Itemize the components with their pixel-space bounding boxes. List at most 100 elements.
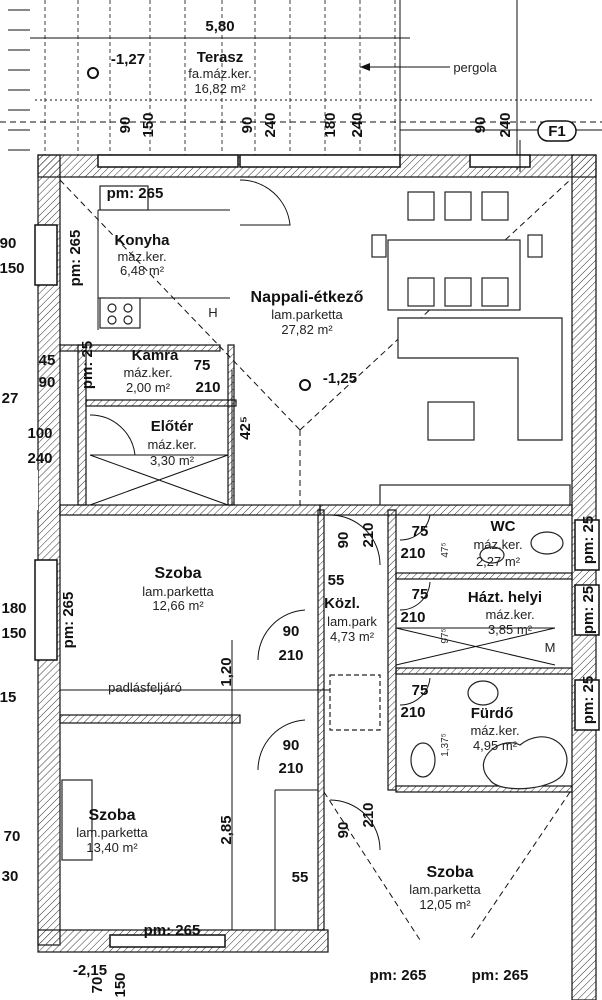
room-hazt-area: 3,85 m² bbox=[488, 622, 533, 637]
dim-bottom-70: 70 bbox=[89, 977, 106, 994]
interior-walls bbox=[59, 179, 573, 941]
dim-left-9: 150 bbox=[1, 625, 26, 642]
room-wc-floor: máz.ker. bbox=[473, 537, 522, 552]
szoba2-door-width: 90 bbox=[283, 737, 300, 754]
dim-left-4: 90 bbox=[39, 374, 56, 391]
szoba1-dim: 1,20 bbox=[218, 657, 235, 686]
furdo-door-width: 75 bbox=[412, 682, 429, 699]
room-konyha-floor: máz.ker. bbox=[117, 249, 166, 264]
dim-top-3: 90 bbox=[239, 117, 256, 134]
pm-wc: pm: 25 bbox=[580, 516, 597, 564]
room-szoba2-area: 13,40 m² bbox=[86, 840, 138, 855]
eloter-dim: 42⁵ bbox=[237, 416, 254, 440]
room-konyha-name: Konyha bbox=[114, 232, 170, 249]
furdo-dim: 1,37⁵ bbox=[440, 733, 451, 757]
machine-label: M bbox=[545, 640, 556, 655]
dim-top-5: 180 bbox=[322, 112, 339, 137]
washbasin bbox=[467, 680, 499, 706]
room-nappali-floor: lam.parketta bbox=[271, 307, 343, 322]
attic-access-label: padlásfeljáró bbox=[108, 680, 182, 695]
dim-top-6: 240 bbox=[349, 112, 366, 137]
room-wc-name: WC bbox=[491, 518, 516, 535]
dim-top-1: 90 bbox=[117, 117, 134, 134]
pm-kamra: pm: 25 bbox=[79, 341, 96, 389]
room-hazt-name: Házt. helyi bbox=[468, 589, 542, 606]
bathtub bbox=[482, 736, 568, 790]
bottom-level: -2,15 bbox=[73, 962, 107, 979]
wc-dim: 47⁵ bbox=[440, 542, 451, 557]
room-szoba3-floor: lam.parketta bbox=[409, 882, 481, 897]
dim-bottom-150: 150 bbox=[112, 972, 129, 997]
sofa bbox=[397, 317, 563, 441]
room-furdo-area: 4,95 m² bbox=[473, 738, 518, 753]
pergola-terrace bbox=[0, 0, 602, 391]
room-nappali-name: Nappali-étkező bbox=[251, 289, 364, 306]
room-eloter-area: 3,30 m² bbox=[150, 453, 195, 468]
room-kozl-area: 4,73 m² bbox=[330, 629, 375, 644]
dim-left-12: 30 bbox=[2, 868, 19, 885]
room-kamra-area: 2,00 m² bbox=[126, 380, 171, 395]
szoba3-door-height: 210 bbox=[360, 802, 377, 827]
pergola-label: pergola bbox=[453, 60, 497, 75]
szoba2-door-height: 210 bbox=[278, 760, 303, 777]
living-level: -1,25 bbox=[323, 370, 357, 387]
furdo-door-height: 210 bbox=[400, 704, 425, 721]
room-szoba1-area: 12,66 m² bbox=[152, 598, 204, 613]
dim-top-7: 90 bbox=[472, 117, 489, 134]
szoba2-dim: 2,85 bbox=[218, 815, 235, 844]
room-wc-area: 2,27 m² bbox=[476, 554, 521, 569]
bed-headboard bbox=[61, 779, 93, 861]
room-kozl-name: Közl. bbox=[324, 595, 360, 612]
pm-bottom-3: pm: 265 bbox=[472, 967, 529, 984]
wc-door-width: 75 bbox=[412, 523, 429, 540]
section-marker: F1 bbox=[548, 123, 566, 140]
hazt-door-height: 210 bbox=[400, 609, 425, 626]
level-marker-icon bbox=[87, 67, 99, 79]
room-eloter-name: Előtér bbox=[151, 418, 194, 435]
room-szoba2-floor: lam.parketta bbox=[76, 825, 148, 840]
kozl-door-height: 210 bbox=[360, 522, 377, 547]
kamra-door-width: 75 bbox=[194, 357, 211, 374]
room-szoba3-name: Szoba bbox=[426, 864, 473, 881]
dim-left-5: 27 bbox=[2, 390, 19, 407]
room-szoba2-name: Szoba bbox=[88, 807, 135, 824]
room-szoba1-name: Szoba bbox=[154, 565, 201, 582]
dim-top-4: 240 bbox=[262, 112, 279, 137]
room-furdo-name: Fürdő bbox=[471, 705, 514, 722]
room-terasz-name: Terasz bbox=[197, 49, 243, 66]
outer-walls bbox=[0, 154, 600, 1000]
hazt-door-width: 75 bbox=[412, 586, 429, 603]
stove bbox=[99, 297, 141, 329]
pm-left-2: pm: 265 bbox=[60, 592, 77, 649]
dim-left-11: 70 bbox=[4, 828, 21, 845]
dim-left-2: 150 bbox=[0, 260, 25, 277]
room-konyha-area: 6,48 m² bbox=[120, 263, 165, 278]
dim-left-1: 90 bbox=[0, 235, 16, 252]
labels: 5,80 -1,27 Terasz fa.máz.ker. 16,82 m² p… bbox=[0, 18, 597, 998]
furniture bbox=[61, 140, 571, 930]
szoba2-dim2: 55 bbox=[292, 869, 309, 886]
dim-left-10: 15 bbox=[0, 689, 16, 706]
wc-door-height: 210 bbox=[400, 545, 425, 562]
pm-furdo: pm: 25 bbox=[580, 676, 597, 724]
pm-kitchen: pm: 265 bbox=[107, 185, 164, 202]
room-kamra-floor: máz.ker. bbox=[123, 365, 172, 380]
toilet bbox=[410, 742, 436, 778]
room-nappali-area: 27,82 m² bbox=[281, 322, 333, 337]
hood-label: H bbox=[208, 305, 217, 320]
room-eloter-floor: máz.ker. bbox=[147, 437, 196, 452]
room-terasz-floor: fa.máz.ker. bbox=[188, 66, 252, 81]
szoba3-door-width: 90 bbox=[335, 822, 352, 839]
terrace-level: -1,27 bbox=[111, 51, 145, 68]
kozl-door-width: 90 bbox=[335, 532, 352, 549]
pm-left-1: pm: 265 bbox=[67, 230, 84, 287]
room-kamra-name: Kamra bbox=[132, 347, 179, 364]
pm-hazt: pm: 25 bbox=[580, 586, 597, 634]
overall-width-dim: 5,80 bbox=[205, 18, 234, 35]
level-marker-icon bbox=[299, 379, 311, 391]
dim-left-8: 180 bbox=[1, 600, 26, 617]
toilet bbox=[530, 531, 564, 555]
kozl-dim: 55 bbox=[328, 572, 345, 589]
kamra-door-height: 210 bbox=[195, 379, 220, 396]
